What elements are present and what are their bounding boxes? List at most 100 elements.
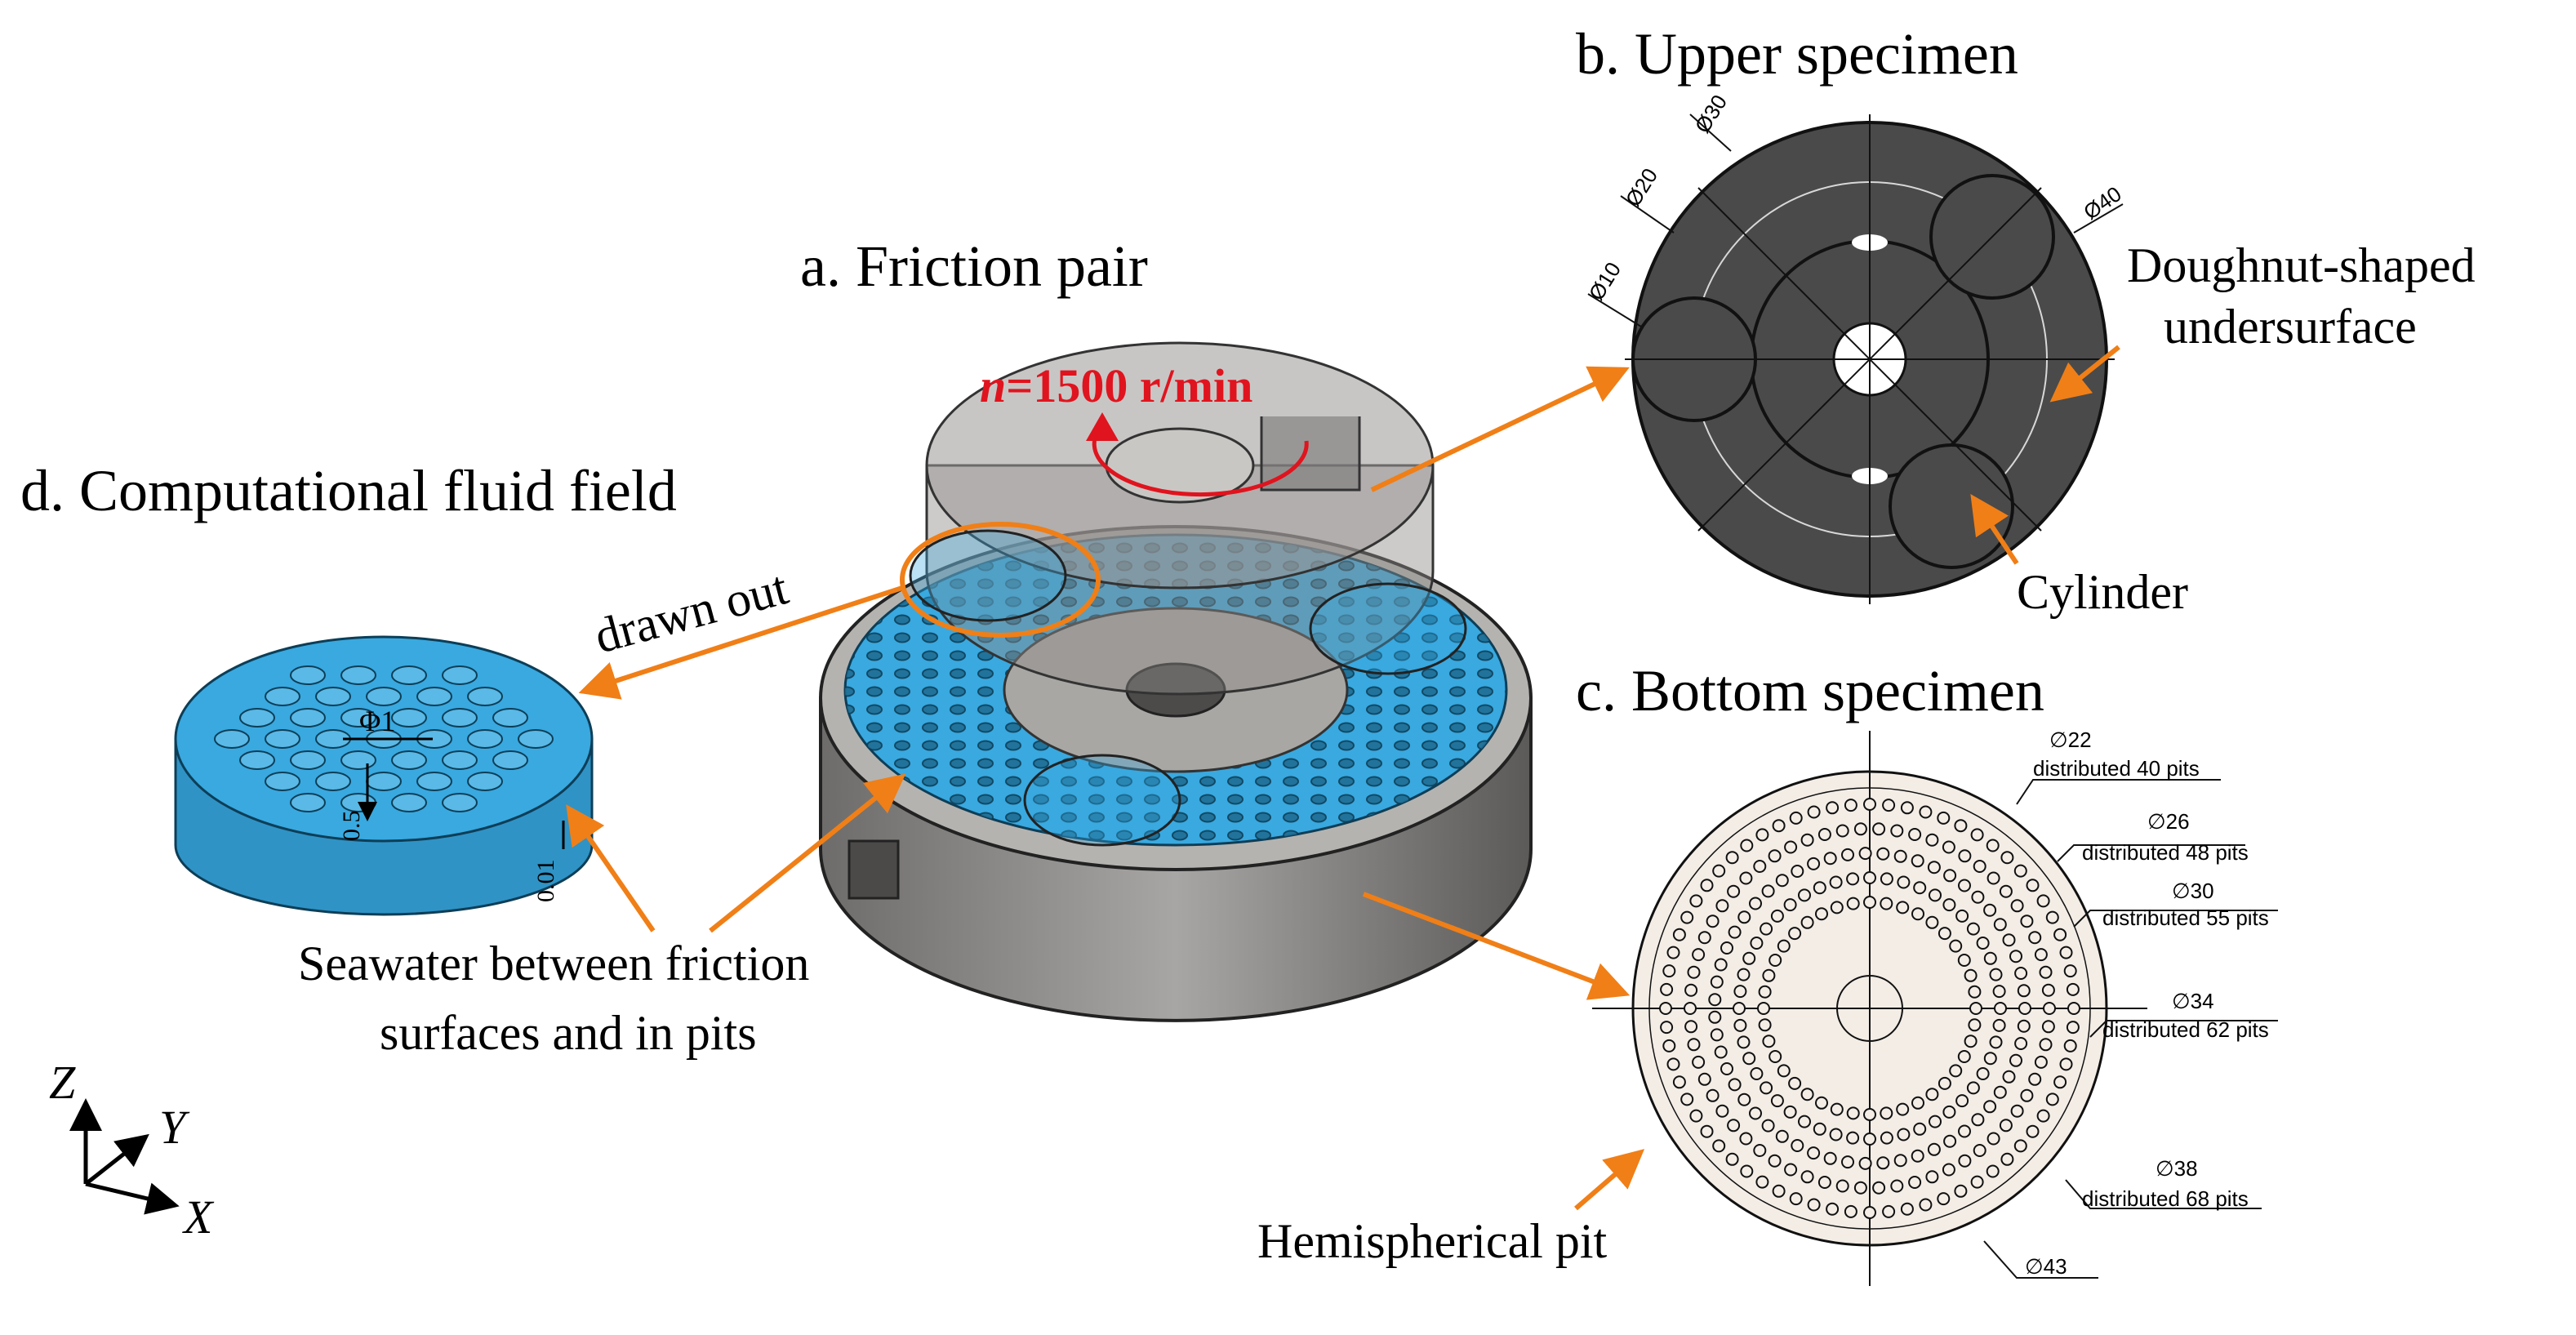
rpm-symbol: n (980, 359, 1006, 412)
fluid-dimple (239, 750, 275, 770)
pit (1937, 1192, 1951, 1206)
pit (1807, 1198, 1821, 1212)
pit (1973, 860, 1987, 873)
pit (1880, 1131, 1893, 1145)
pit (1853, 822, 1867, 836)
pit (1823, 1151, 1837, 1165)
pit (1976, 1067, 1990, 1080)
pit (1760, 922, 1773, 936)
pit (2066, 982, 2080, 996)
pit (1919, 805, 1933, 819)
pit (1964, 968, 1978, 982)
pit (1830, 1102, 1844, 1116)
pit (1976, 937, 1990, 950)
pit (1897, 1128, 1911, 1141)
pit (1942, 840, 1955, 854)
pit (1807, 1146, 1821, 1160)
pit (2013, 1139, 2027, 1153)
pit (2059, 946, 2073, 959)
upper-specimen-drawing (1587, 113, 2124, 604)
fluid-dimple (366, 772, 402, 791)
pit (1943, 869, 1957, 883)
pit (1687, 965, 1701, 979)
pit (2039, 1038, 2053, 1052)
fluid-dimple (492, 750, 528, 770)
pit (2066, 1021, 2080, 1035)
pit (1710, 1028, 1724, 1042)
dim-d20: Ø20 (1621, 164, 1662, 211)
pit (1925, 915, 1939, 929)
pit (1846, 897, 1860, 910)
pit (2041, 1020, 2055, 1034)
pit (1725, 1152, 1739, 1166)
pit (1986, 1164, 2000, 1178)
pit (1846, 872, 1860, 886)
fluid-dimple (265, 729, 300, 749)
pit (1993, 918, 2007, 932)
pit (2063, 964, 2077, 978)
pit (1784, 1163, 1798, 1177)
pit (1739, 1132, 1753, 1146)
pit (1987, 1132, 2000, 1146)
fluid-pits (214, 665, 554, 812)
pit (1742, 1052, 1756, 1066)
fluid-dimple (290, 750, 326, 770)
pit (1853, 1181, 1867, 1195)
pit (1762, 1035, 1776, 1048)
pit (1760, 1081, 1773, 1095)
pit (2041, 983, 2055, 997)
pit (2063, 1039, 2077, 1052)
pit (1958, 879, 1971, 892)
pit (1863, 798, 1876, 811)
pit (2014, 1037, 2028, 1050)
rpm-label: n=1500 r/min (980, 359, 1252, 412)
pit (1958, 849, 1972, 863)
pit (1739, 871, 1753, 885)
pit (1817, 828, 1831, 841)
pit (1687, 1038, 1701, 1052)
pit (1880, 872, 1893, 886)
pit (1768, 1154, 1782, 1168)
pit (1992, 985, 2006, 999)
pit (1817, 1176, 1831, 1189)
pit (1968, 985, 1982, 999)
pit (1700, 879, 1714, 892)
axes-triad (69, 1098, 180, 1215)
axis-y-label: Y (159, 1101, 190, 1154)
pit (1999, 1119, 2013, 1133)
pit (1715, 1104, 1729, 1118)
fluid-dimple (391, 708, 427, 728)
fluid-dimple (492, 708, 528, 728)
pit (1964, 1035, 1978, 1048)
pit (1659, 1002, 1672, 1015)
fluid-dimple (340, 665, 376, 685)
pit-rings (1659, 798, 2080, 1219)
pit (2000, 851, 2014, 865)
doughnut-label-line2: undersurface (2164, 300, 2417, 354)
pit (1784, 840, 1798, 854)
fluid-dimple (518, 729, 554, 749)
pit (1823, 852, 1837, 866)
hemispherical-pit-label: Hemispherical pit (1257, 1214, 1608, 1268)
ring4-pits: distributed 62 pits (2102, 1017, 2269, 1042)
pit (1925, 1170, 1939, 1184)
pit (1783, 1105, 1797, 1119)
pit (2000, 1152, 2014, 1166)
pit (2026, 879, 2040, 892)
pit (1876, 847, 1890, 861)
pit (1890, 1179, 1904, 1193)
pit (1737, 968, 1751, 981)
fluid-dimple (442, 708, 478, 728)
pit (2034, 1055, 2048, 1069)
pit (2010, 899, 2024, 913)
axis-x-label: X (182, 1190, 215, 1244)
pit (1672, 1075, 1686, 1089)
pit (1715, 899, 1729, 913)
pit (1733, 1018, 1747, 1032)
pit (1662, 964, 1676, 978)
fluid-dimple (442, 665, 478, 685)
pit (1788, 1076, 1802, 1090)
panel-b-title: b. Upper specimen (1576, 21, 2018, 87)
fluid-dimple (340, 793, 376, 812)
pit (2010, 1104, 2024, 1118)
